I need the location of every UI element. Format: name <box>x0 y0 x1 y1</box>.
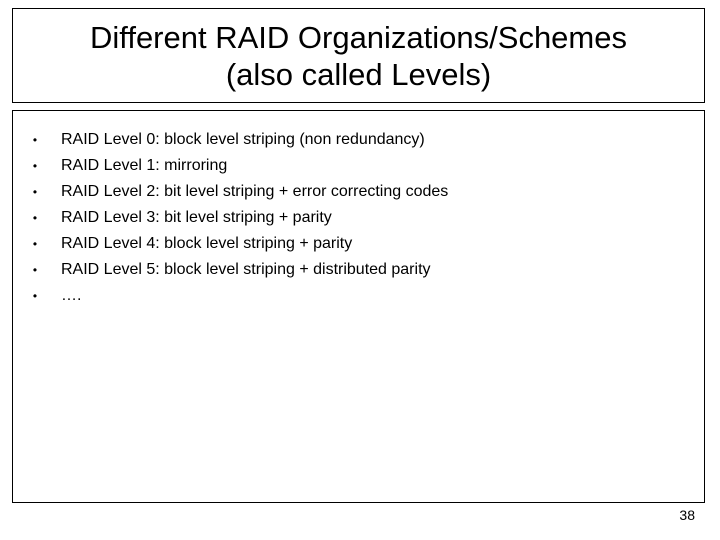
bullet-text: RAID Level 2: bit level striping + error… <box>61 183 449 200</box>
bullet-dot-icon: • <box>32 237 38 251</box>
slide-title-line-1: Different RAID Organizations/Schemes <box>90 19 627 55</box>
page-number: 38 <box>679 507 695 523</box>
bullet-text: RAID Level 0: block level striping (non … <box>61 131 425 148</box>
bullet-dot-icon: • <box>32 185 38 199</box>
bullet-dot-icon: • <box>32 211 38 225</box>
bullet-text: RAID Level 4: block level striping + par… <box>61 235 353 252</box>
bullet-text: RAID Level 1: mirroring <box>61 157 228 174</box>
bullet-text: RAID Level 3: bit level striping + parit… <box>61 209 332 226</box>
slide-title-line-2: (also called Levels) <box>225 56 492 92</box>
bullet-dot-icon: • <box>32 263 38 277</box>
title-box: Different RAID Organizations/Schemes (al… <box>12 8 705 103</box>
bullet-dot-icon: • <box>32 289 38 303</box>
bullet-text: …. <box>61 287 82 304</box>
bullet-dot-icon: • <box>32 133 38 147</box>
bullet-dot-icon: • <box>32 159 38 173</box>
content-box: • RAID Level 0: block level striping (no… <box>12 110 705 503</box>
bullet-text: RAID Level 5: block level striping + dis… <box>61 261 431 278</box>
